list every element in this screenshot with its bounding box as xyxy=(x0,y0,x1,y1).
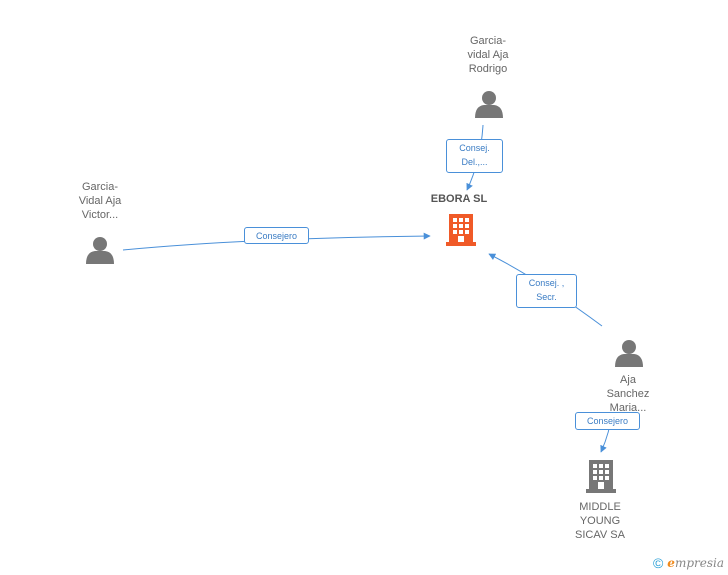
node-label-victor[interactable]: Garcia- Vidal Aja Victor... xyxy=(78,181,122,221)
building-icon-middle-young[interactable] xyxy=(586,460,616,493)
edge-label-victor-ebora[interactable]: Consejero xyxy=(244,227,309,244)
node-label-middle-young[interactable]: MIDDLE YOUNG SICAV SA xyxy=(575,501,625,541)
building-icon-ebora[interactable] xyxy=(446,214,476,246)
person-icon-rodrigo[interactable] xyxy=(475,91,503,118)
person-icon-maria[interactable] xyxy=(615,340,643,367)
empresia-logo[interactable]: empresia xyxy=(667,556,724,570)
copyright-icon: © xyxy=(652,555,664,571)
edge-label-maria-ebora[interactable]: Consej. , Secr. xyxy=(516,274,577,308)
edge-label-maria-middle[interactable]: Consejero xyxy=(575,412,640,430)
node-label-ebora[interactable]: EBORA SL xyxy=(430,193,488,205)
person-icon-victor[interactable] xyxy=(86,237,114,264)
edge-label-rodrigo-ebora[interactable]: Consej. Del.,... xyxy=(446,139,503,173)
node-label-rodrigo[interactable]: Garcia- vidal Aja Rodrigo xyxy=(467,35,509,75)
footer-brand: © empresia xyxy=(653,555,724,571)
node-label-maria[interactable]: Aja Sanchez Maria... xyxy=(606,374,650,414)
